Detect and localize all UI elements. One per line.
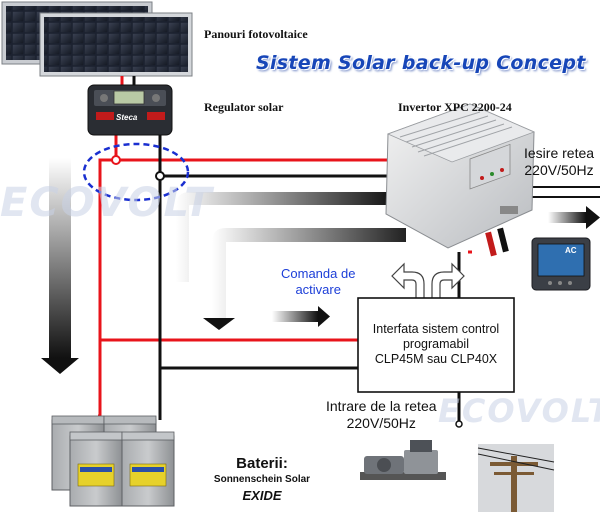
label-interface: Interfata sistem control programabil CLP… (358, 322, 514, 367)
watermark-left: ECOVOLT (0, 180, 214, 226)
interface-box (357, 297, 515, 393)
label-command: Comanda de activare (281, 266, 355, 298)
command-line-2: activare (295, 282, 341, 297)
grid-input-line-1: Intrare de la retea (326, 398, 437, 414)
batteries-subtitle: Sonnenschein Solar (213, 474, 311, 485)
batteries-brand: EXIDE (242, 488, 282, 503)
generator-icon (360, 440, 446, 480)
output-line-2: 220V/50Hz (524, 162, 594, 178)
output-arrow (548, 206, 600, 229)
solar-regulator-icon (87, 84, 173, 136)
ac-monitor-icon (531, 237, 591, 291)
monitor-tag: AC (565, 246, 577, 255)
batteries-title: Baterii: (236, 455, 288, 472)
utility-pole-icon (477, 444, 555, 512)
batteries-icon (51, 415, 175, 507)
junction-highlight-ellipse (82, 142, 190, 202)
label-batteries: Baterii: Sonnenschein Solar EXIDE (210, 456, 314, 504)
diagram-title: Sistem Solar back-up Concept (256, 52, 586, 74)
regulator-brand: Steca (116, 113, 138, 122)
supply-arrow-lower (203, 228, 406, 330)
watermark-right: ECOVOLT (438, 392, 600, 430)
label-grid-input: Intrare de la retea 220V/50Hz (326, 398, 437, 432)
interface-line-2: programabil (402, 337, 469, 351)
command-line-1: Comanda de (281, 266, 356, 281)
label-regulator: Regulator solar (204, 100, 284, 114)
label-panels: Panouri fotovoltaice (204, 27, 308, 41)
label-inverter: Invertor XPC 2200-24 (398, 100, 512, 114)
label-output: Iesire retea 220V/50Hz (524, 145, 594, 179)
interface-line-3: CLP45M sau CLP40X (374, 352, 498, 366)
solar-panels-icon (1, 1, 193, 77)
command-arrow (272, 306, 330, 327)
interface-line-1: Interfata sistem control (372, 322, 500, 336)
inverter-icon (385, 103, 536, 257)
grid-input-line-2: 220V/50Hz (346, 415, 416, 431)
charge-down-arrow (41, 158, 79, 374)
output-line-1: Iesire retea (524, 145, 595, 161)
fork-arrow-icon (391, 262, 465, 301)
